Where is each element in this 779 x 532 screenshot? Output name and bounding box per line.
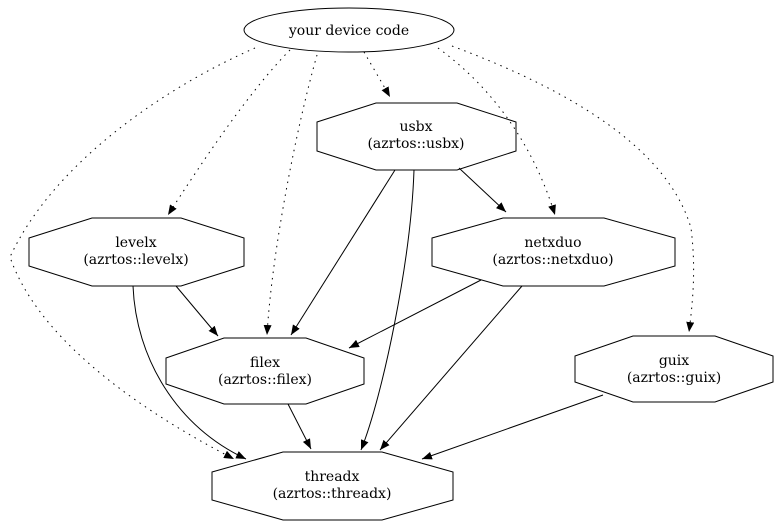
device-node-label: your device code	[288, 23, 409, 39]
edges	[9, 45, 695, 460]
node-usbx: usbx (azrtos::usbx)	[316, 102, 517, 171]
edge-usbx-filex	[290, 169, 396, 336]
edge-device-guix	[451, 45, 695, 333]
guix-node-shape	[574, 335, 774, 403]
netxduo-node-shape	[431, 217, 676, 287]
usbx-node-sublabel: (azrtos::usbx)	[367, 136, 464, 152]
guix-node-label: guix	[659, 353, 689, 369]
edge-device-usbx	[363, 51, 391, 98]
node-device: your device code	[243, 7, 455, 53]
node-levelx: levelx (azrtos::levelx)	[28, 217, 245, 287]
levelx-node-label: levelx	[115, 235, 156, 251]
node-threadx: threadx (azrtos::threadx)	[211, 451, 454, 521]
netxduo-node-sublabel: (azrtos::netxduo)	[492, 252, 613, 268]
levelx-node-sublabel: (azrtos::levelx)	[83, 252, 188, 268]
node-filex: filex (azrtos::filex)	[165, 337, 365, 405]
edge-device-filex	[263, 54, 318, 336]
filex-node-sublabel: (azrtos::filex)	[218, 372, 312, 388]
edge-netxduo-threadx	[379, 285, 523, 451]
threadx-node-shape	[211, 451, 454, 521]
edge-filex-threadx	[287, 403, 312, 450]
edge-usbx-netxduo	[458, 167, 507, 213]
usbx-node-shape	[316, 102, 517, 171]
guix-node-sublabel: (azrtos::guix)	[627, 370, 721, 386]
edge-guix-threadx	[421, 394, 604, 460]
edge-device-levelx	[167, 49, 291, 216]
device-node-shape	[243, 7, 455, 53]
levelx-node-shape	[28, 217, 245, 287]
edge-levelx-threadx	[132, 285, 247, 460]
threadx-node-label: threadx	[305, 469, 360, 485]
filex-node-shape	[165, 337, 365, 405]
node-netxduo: netxduo (azrtos::netxduo)	[431, 217, 676, 287]
netxduo-node-label: netxduo	[524, 235, 581, 251]
edge-device-netxduo	[437, 47, 556, 216]
edge-usbx-threadx	[360, 169, 415, 451]
edge-netxduo-filex	[348, 279, 482, 349]
filex-node-label: filex	[250, 355, 280, 371]
node-guix: guix (azrtos::guix)	[574, 335, 774, 403]
usbx-node-label: usbx	[399, 119, 432, 135]
threadx-node-sublabel: (azrtos::threadx)	[273, 486, 392, 502]
edge-levelx-filex	[175, 285, 219, 337]
